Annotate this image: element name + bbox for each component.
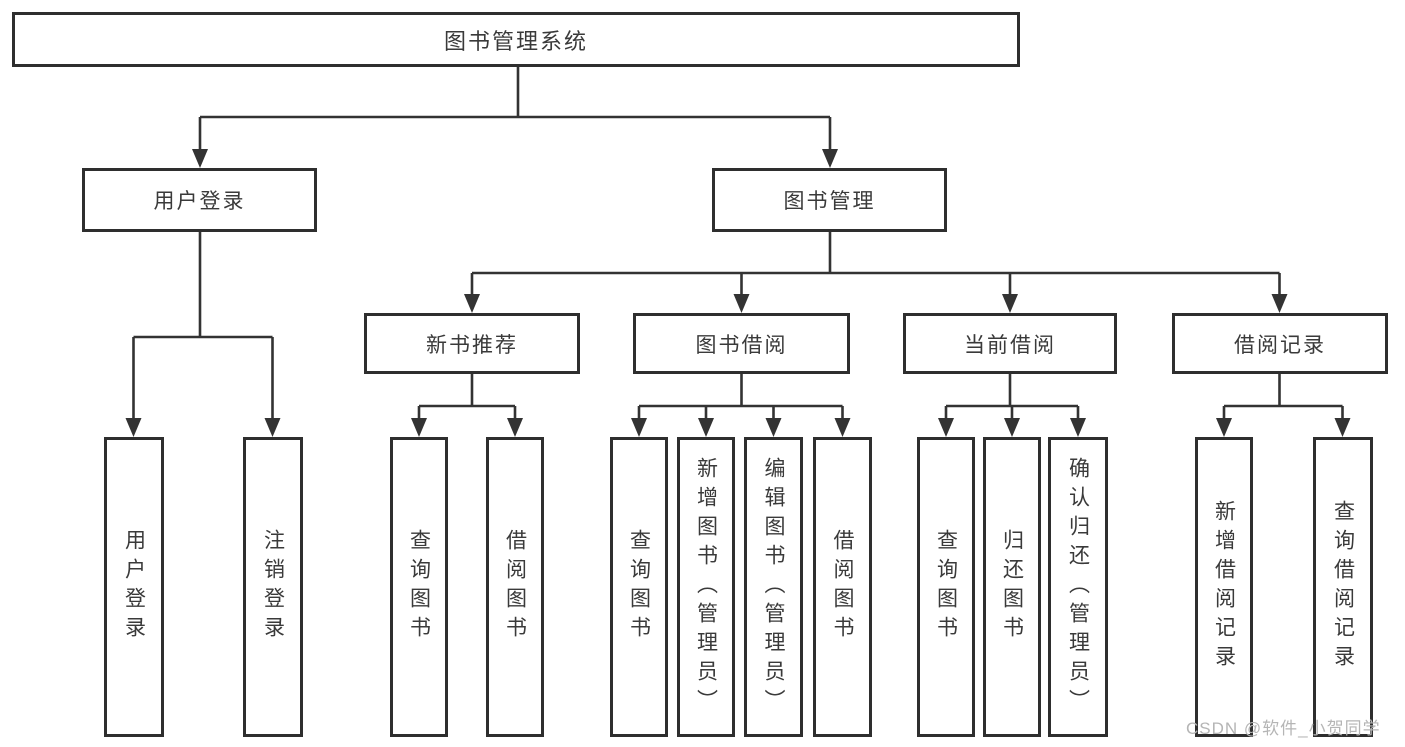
node-current-borrowing: 当前借阅	[903, 313, 1117, 374]
leaf-current-confirm-return: 确认归还（管理员）	[1048, 437, 1108, 737]
node-label: 查询图书	[627, 529, 651, 645]
arrowhead-group	[125, 149, 1351, 437]
node-label: 图书管理系统	[443, 28, 588, 54]
connector-line-group	[132, 67, 1344, 422]
node-label: 编辑图书（管理员）	[762, 456, 785, 718]
node-book-management: 图书管理	[712, 168, 947, 232]
node-new-book-recommend: 新书推荐	[364, 313, 580, 374]
node-label: 归还图书	[1000, 529, 1024, 645]
node-label: 借阅图书	[831, 529, 854, 645]
node-user-login: 用户登录	[82, 168, 317, 232]
node-label: 查询图书	[934, 529, 958, 645]
csdn-watermark: CSDN @软件_小贺同学	[1186, 719, 1381, 738]
node-label: 借阅图书	[503, 529, 527, 645]
node-label: 图书借阅	[695, 333, 788, 357]
node-borrowing-records: 借阅记录	[1172, 313, 1388, 374]
node-label: 查询图书	[407, 529, 431, 645]
node-label: 查询借阅记录	[1331, 500, 1355, 674]
node-root: 图书管理系统	[12, 12, 1020, 67]
node-book-borrowing: 图书借阅	[633, 313, 850, 374]
leaf-logout: 注销登录	[243, 437, 303, 737]
leaf-records-query-record: 查询借阅记录	[1313, 437, 1373, 737]
node-label: 当前借阅	[964, 333, 1056, 357]
leaf-user-login: 用户登录	[104, 437, 164, 737]
node-label: 确认归还（管理员）	[1066, 456, 1090, 718]
node-label: 图书管理	[783, 190, 876, 213]
leaf-borrowing-query-books: 查询图书	[610, 437, 668, 737]
leaf-borrowing-borrow-books: 借阅图书	[813, 437, 872, 737]
node-label: 新增借阅记录	[1212, 500, 1236, 674]
node-label: 新增图书（管理员）	[694, 456, 718, 718]
leaf-recommend-borrow-books: 借阅图书	[486, 437, 544, 737]
leaf-borrowing-edit-books: 编辑图书（管理员）	[744, 437, 803, 737]
leaf-current-query-books: 查询图书	[917, 437, 975, 737]
node-label: 用户登录	[122, 529, 146, 645]
node-label: 注销登录	[261, 529, 285, 645]
leaf-borrowing-add-books: 新增图书（管理员）	[677, 437, 735, 737]
leaf-recommend-query-books: 查询图书	[390, 437, 448, 737]
leaf-current-return-books: 归还图书	[983, 437, 1041, 737]
node-label: 新书推荐	[426, 333, 518, 357]
node-label: 用户登录	[153, 190, 246, 213]
node-label: 借阅记录	[1234, 333, 1326, 357]
leaf-records-add-record: 新增借阅记录	[1195, 437, 1253, 737]
